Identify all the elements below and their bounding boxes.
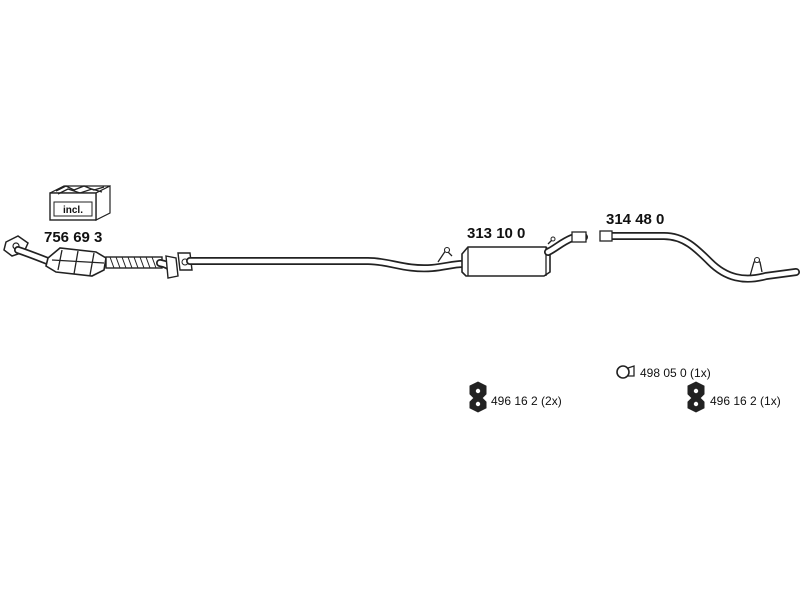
clamp-icon xyxy=(616,365,630,379)
rear-pipe-part-number: 314 48 0 xyxy=(606,211,664,228)
rubber-mount-pair-label: 496 16 2 (2x) xyxy=(491,394,562,408)
front-pipe-catalytic-converter: 756 69 3 xyxy=(3,229,179,279)
rubber-mount-pair-accessory: 496 16 2 (2x) xyxy=(469,381,562,413)
rubber-mount-icon xyxy=(687,381,705,413)
clamp-label: 498 05 0 (1x) xyxy=(640,366,711,380)
catalytic-converter-part-number: 756 69 3 xyxy=(44,229,102,246)
clamp-accessory: 498 05 0 (1x) xyxy=(616,365,711,380)
center-muffler-assembly: 313 10 0 xyxy=(177,225,588,277)
rubber-mount-single-accessory: 496 16 2 (1x) xyxy=(687,381,781,413)
center-muffler-part-number: 313 10 0 xyxy=(467,225,525,242)
included-kit-label: incl. xyxy=(63,205,83,216)
rubber-mount-icon xyxy=(469,381,487,413)
rear-pipe-assembly: 314 48 0 xyxy=(599,211,800,283)
rubber-mount-single-label: 496 16 2 (1x) xyxy=(710,394,781,408)
included-kit-box: incl. xyxy=(49,185,111,221)
